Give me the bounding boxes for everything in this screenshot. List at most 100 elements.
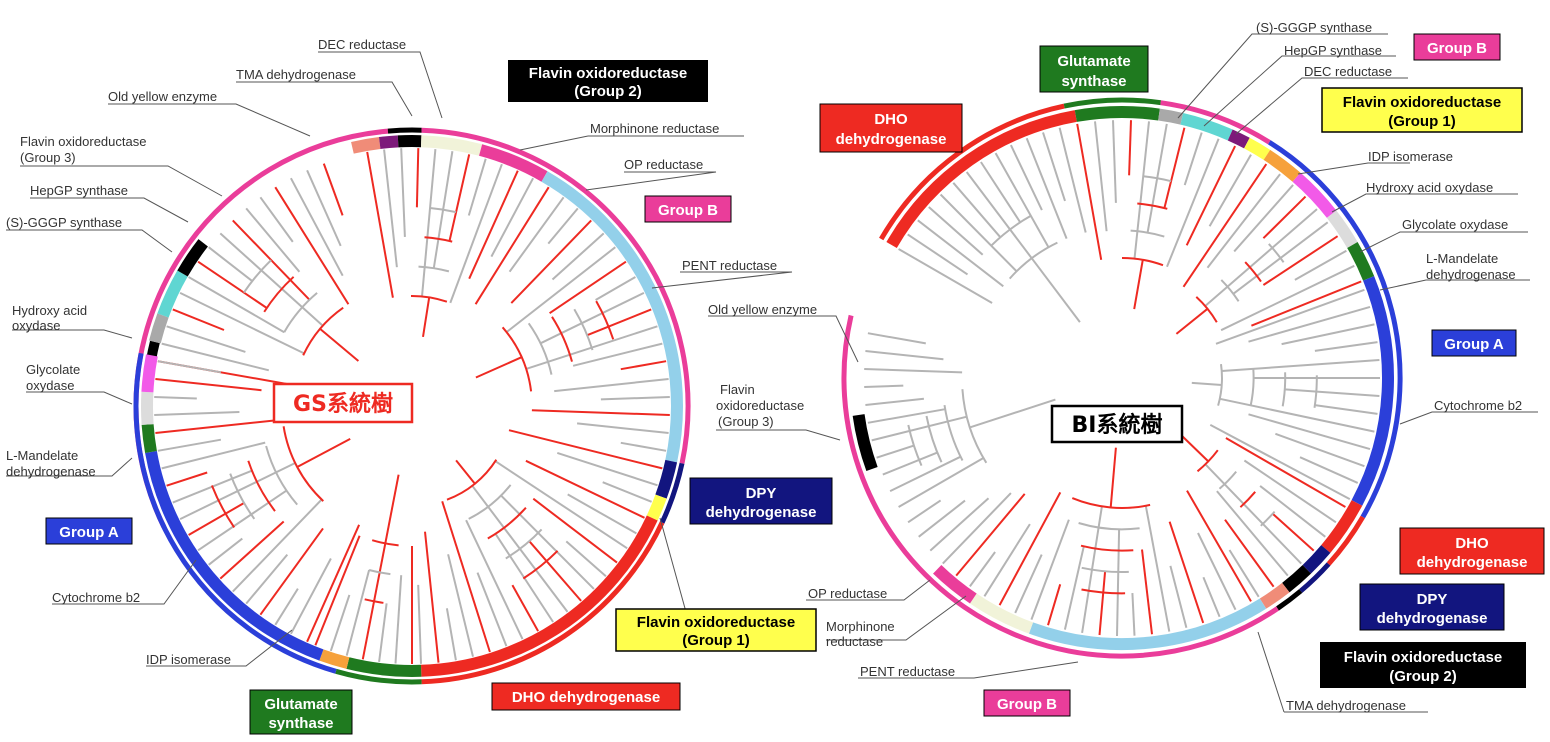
- tree-arc: [1081, 588, 1126, 595]
- tree-branch: [532, 497, 618, 564]
- tree-branch: [1175, 308, 1209, 335]
- bi-box-dho-line1: DHO: [1455, 535, 1489, 552]
- tree-branch: [1202, 576, 1221, 618]
- gs-color-ring: [133, 127, 691, 685]
- tree-branch: [952, 182, 1002, 238]
- tree-branch: [505, 246, 616, 333]
- tree-branch: [296, 438, 351, 468]
- tree-branch: [567, 493, 637, 535]
- ring-inner-segment: [1227, 129, 1250, 149]
- tree-arc: [522, 550, 559, 580]
- ring-outer-segment: [1276, 589, 1303, 611]
- tree-arc: [1244, 261, 1262, 283]
- tree-branch: [306, 524, 361, 643]
- tree-arc: [468, 484, 512, 520]
- bi-label-morphinone-line1: Morphinone: [826, 619, 895, 634]
- ring-inner-segment: [1302, 545, 1331, 574]
- tree-branch: [157, 360, 222, 374]
- tree-branch: [208, 246, 253, 282]
- tree-branch: [1281, 323, 1375, 346]
- tree-branch: [1275, 432, 1365, 468]
- tree-branch: [929, 497, 990, 552]
- ring-inner-segment: [1351, 276, 1394, 506]
- tree-branch: [449, 163, 503, 304]
- ring-inner-segment: [1028, 598, 1267, 651]
- gs-label-glycolate-line1: Glycolate: [26, 362, 80, 377]
- tree-branch: [384, 474, 400, 544]
- tree-branch: [1314, 404, 1378, 415]
- tree-branch: [467, 158, 487, 216]
- tree-branch: [876, 444, 915, 459]
- gs-label-mandelate-line2: dehydrogenase: [6, 464, 96, 479]
- tree-branch: [188, 276, 285, 334]
- tree-branch: [531, 409, 670, 416]
- bi-box-dpy-line2: dehydrogenase: [1377, 610, 1488, 627]
- tree-branch: [547, 207, 579, 245]
- tree-branch: [179, 292, 305, 355]
- tree-branch: [245, 553, 289, 605]
- tree-branch: [955, 493, 1026, 577]
- tree-branch: [1186, 490, 1252, 602]
- bi-label-mandelate-line1: L-Mandelate: [1426, 251, 1498, 266]
- ring-outer-segment: [879, 103, 1065, 241]
- ring-inner-segment: [541, 171, 683, 463]
- tree-branch: [918, 499, 966, 538]
- tree-branch: [565, 540, 607, 577]
- gs-box-glutamate-line1: Glutamate: [264, 696, 337, 713]
- tree-branch: [259, 196, 294, 243]
- tree-arc: [1130, 229, 1165, 238]
- gs-label-tma-dehydrogenase: TMA dehydrogenase: [236, 67, 356, 82]
- ring-inner-segment: [378, 135, 399, 149]
- tree-arc: [1195, 296, 1218, 323]
- tree-arc: [1249, 368, 1255, 406]
- gs-box-dpy-line1: DPY: [746, 485, 777, 502]
- tree-branch: [219, 232, 324, 327]
- ring-outer-segment: [1299, 562, 1331, 593]
- tree-branch: [554, 378, 669, 393]
- gs-label-hydroxy-acid-line1: Hydroxy acid: [12, 303, 87, 318]
- tree-branch: [1206, 173, 1281, 269]
- bi-label-sgggp-synthase: (S)-GGGP synthase: [1256, 20, 1372, 35]
- ring-outer-segment: [1267, 140, 1403, 519]
- tree-branch: [290, 558, 332, 635]
- bi-label-flavin-group3-line1: Flavin: [720, 382, 755, 397]
- tree-branch: [1030, 519, 1070, 620]
- gs-box-group-b-label: Group B: [658, 202, 718, 219]
- bi-label-morphinone-line2: reductase: [826, 634, 883, 649]
- ring-outer-segment: [841, 314, 1279, 659]
- bi-box-dho-line2: dehydrogenase: [1417, 554, 1528, 571]
- bi-center-label: BI系統樹: [1072, 412, 1163, 438]
- gs-label-op-reductase: OP reductase: [624, 157, 703, 172]
- tree-branch: [865, 397, 925, 406]
- bi-tree: BI系統樹 (S)-GGGP synthase HepGP synthase D…: [708, 20, 1545, 717]
- tree-branch: [155, 378, 262, 392]
- gs-center-label: GS系統樹: [293, 391, 393, 417]
- tree-arc: [247, 460, 276, 512]
- tree-branch: [319, 328, 360, 362]
- tree-branch: [525, 459, 645, 519]
- bi-box-dpy-line1: DPY: [1417, 591, 1448, 608]
- ring-inner-segment: [886, 110, 1077, 249]
- tree-branch: [1094, 121, 1108, 232]
- ring-inner-segment: [1292, 172, 1337, 218]
- ring-inner-segment: [157, 270, 188, 318]
- tree-branch: [314, 535, 361, 646]
- bi-label-pent-reductase: PENT reductase: [860, 664, 955, 679]
- tree-branch: [1014, 554, 1043, 614]
- tree-branch: [400, 148, 406, 237]
- tree-arc: [1081, 566, 1129, 574]
- tree-branch: [1183, 132, 1203, 186]
- bi-label-op-reductase: OP reductase: [808, 586, 887, 601]
- tree-arc: [1281, 372, 1287, 407]
- tree-branch: [1284, 388, 1380, 397]
- ring-inner-segment: [1180, 112, 1233, 141]
- tree-arc: [1220, 279, 1240, 302]
- tree-branch: [445, 608, 457, 661]
- ring-outer-segment: [387, 127, 422, 134]
- tree-branch: [422, 297, 431, 338]
- gs-box-dpy: DPY dehydrogenase: [689, 477, 833, 525]
- tree-branch: [1204, 208, 1318, 307]
- tree-arc: [368, 569, 391, 576]
- tree-branch: [1098, 571, 1107, 636]
- tree-branch: [197, 260, 268, 309]
